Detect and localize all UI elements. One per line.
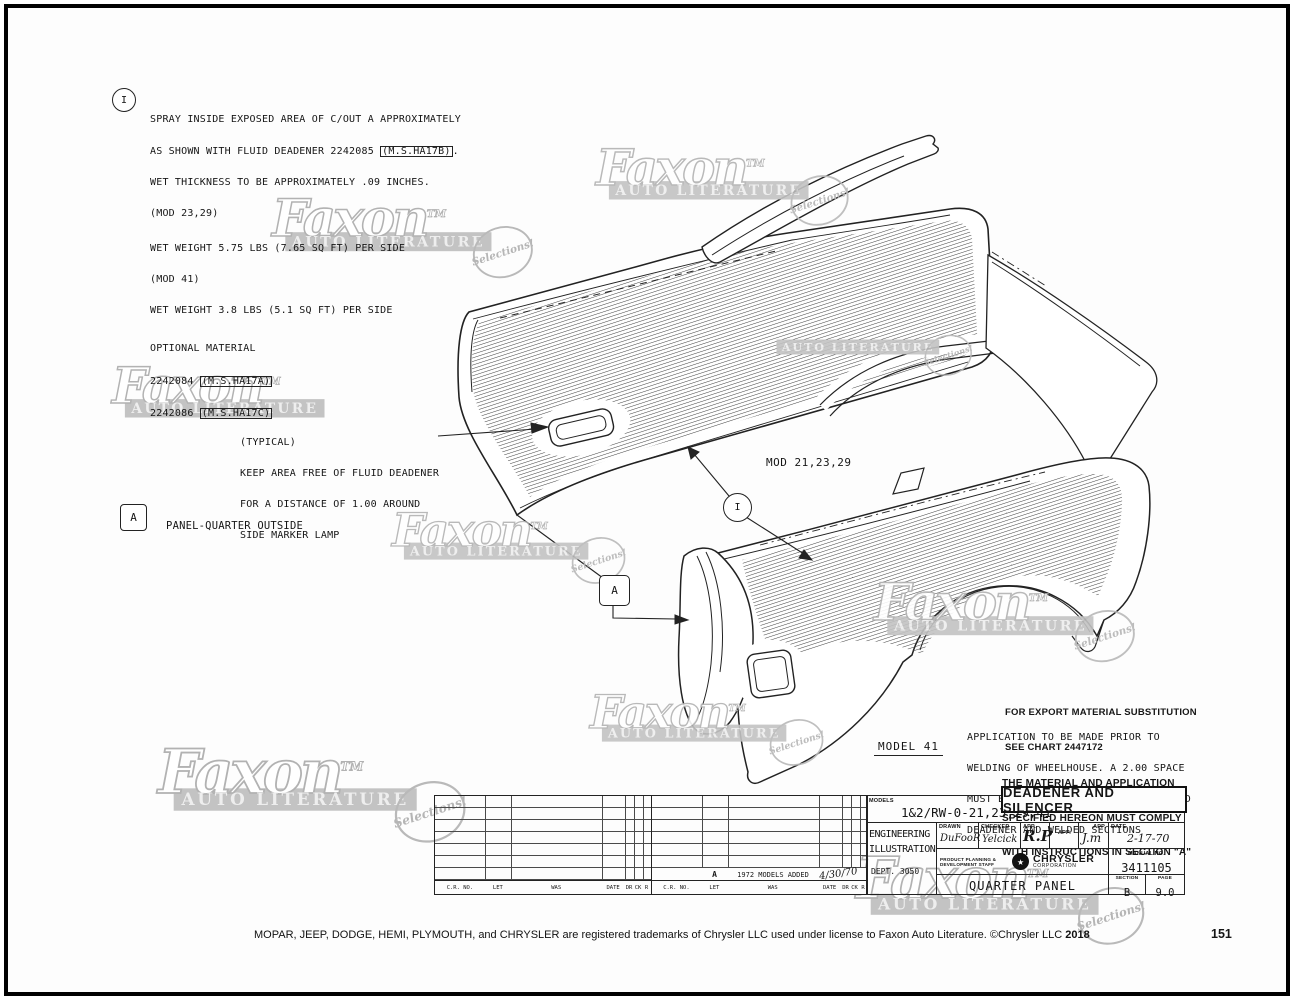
lock-pillar [677,547,754,735]
spray-deadener-note: SPRAY INSIDE EXPOSED AREA OF C/OUT A APP… [150,113,462,419]
page-number: 151 [1211,927,1232,941]
callout-circle-I-note: I [112,88,136,112]
trademark-line: MOPAR, JEEP, DODGE, HEMI, PLYMOUTH, and … [254,929,1090,941]
legend-box-A: A [120,504,147,531]
drawing-subject-cell: QUARTER PANEL [937,875,1109,894]
page-cell: PAGE 9.0 [1155,876,1175,899]
drawing-title-box: DEADENER AND SILENCER [1001,785,1187,815]
side-marker-lamp-opening-lower [733,639,809,709]
date-value: 2-17-70 [1127,832,1170,845]
brand-sub: CORPORATION [1033,863,1077,870]
export-substitution-note: FOR EXPORT MATERIAL SUBSTITUTION SEE CHA… [1005,707,1197,753]
section-value: B [1123,887,1131,899]
checked-cell: CHECKED Yelcick [979,823,1021,849]
trademark-year: 2018 [1065,929,1090,941]
side-marker-lamp-opening [532,399,631,457]
material-spec-box: (M.S.HA17B) [380,146,453,158]
model-label: MODEL 41 [874,740,943,756]
callout-box-A-drawing: A [599,575,630,606]
sail-panel [701,134,939,264]
app1-signature: R.P [1023,827,1052,845]
compliance-note: THE MATERIAL AND APPLICATION SPECIFIED H… [1002,778,1192,858]
panel-outside-view [677,457,1151,784]
arrowhead [674,614,690,625]
checked-signature: Yelcick [982,834,1018,845]
page-value: 9.0 [1155,887,1175,899]
callout-circle-I-drawing: I [723,493,752,522]
section-cell: SECTION B [1109,875,1146,899]
fuel-filler-tab [892,467,925,495]
leader-lines [437,422,814,625]
arrowhead [798,549,814,561]
app1-cell: APP. R.P [1021,823,1052,849]
drawn-signature: DuFooR [940,833,981,844]
quarter-extension [985,253,1158,470]
title-block: MODELS 1&2/RW-0-21,23,29,41 ENGINEERING … [866,795,1185,899]
dept-label: DEPT. 3050 [871,867,920,876]
manual-no-cell: MANUAL NO. 3411105 [1109,849,1184,875]
app3-cell: APP. J.m [1079,823,1109,849]
app2-cell: APP. [1050,823,1079,849]
chrysler-pentastar-icon: ★ [1012,853,1029,870]
manual-no-value: 3411105 [1121,861,1172,875]
revision-entry-row: A 1972 MODELS ADDED 4/30/70 [651,866,867,882]
mod-label: MOD 21,23,29 [766,456,852,469]
material-spec-box: (M.S.HA17A) [199,375,273,387]
arrowhead [530,422,550,434]
org-cell: ENGINEERING ILLUSTRATION DEPT. 3050 [867,823,937,894]
revision-group-2: A 1972 MODELS ADDED 4/30/70 C.R. NO.LET … [650,796,867,894]
date-cell: DATE 2-17-70 [1109,823,1184,849]
drawn-cell: DRAWN DuFooR [937,823,981,849]
panel-inside-view [457,134,1158,517]
typical-lamp-note: (TYPICAL) KEEP AREA FREE OF FLUID DEADEN… [240,436,440,542]
deadener-area-lower [742,474,1123,667]
brand-name: CHRYSLER [1033,852,1095,865]
arrowhead [687,446,700,460]
legend-a-label: PANEL-QUARTER OUTSIDE [166,520,303,533]
app3-signature: J.m [1082,831,1102,845]
staff-cell: PRODUCT PLANNING & DEVELOPMENT STAFF ★ C… [937,849,1109,875]
